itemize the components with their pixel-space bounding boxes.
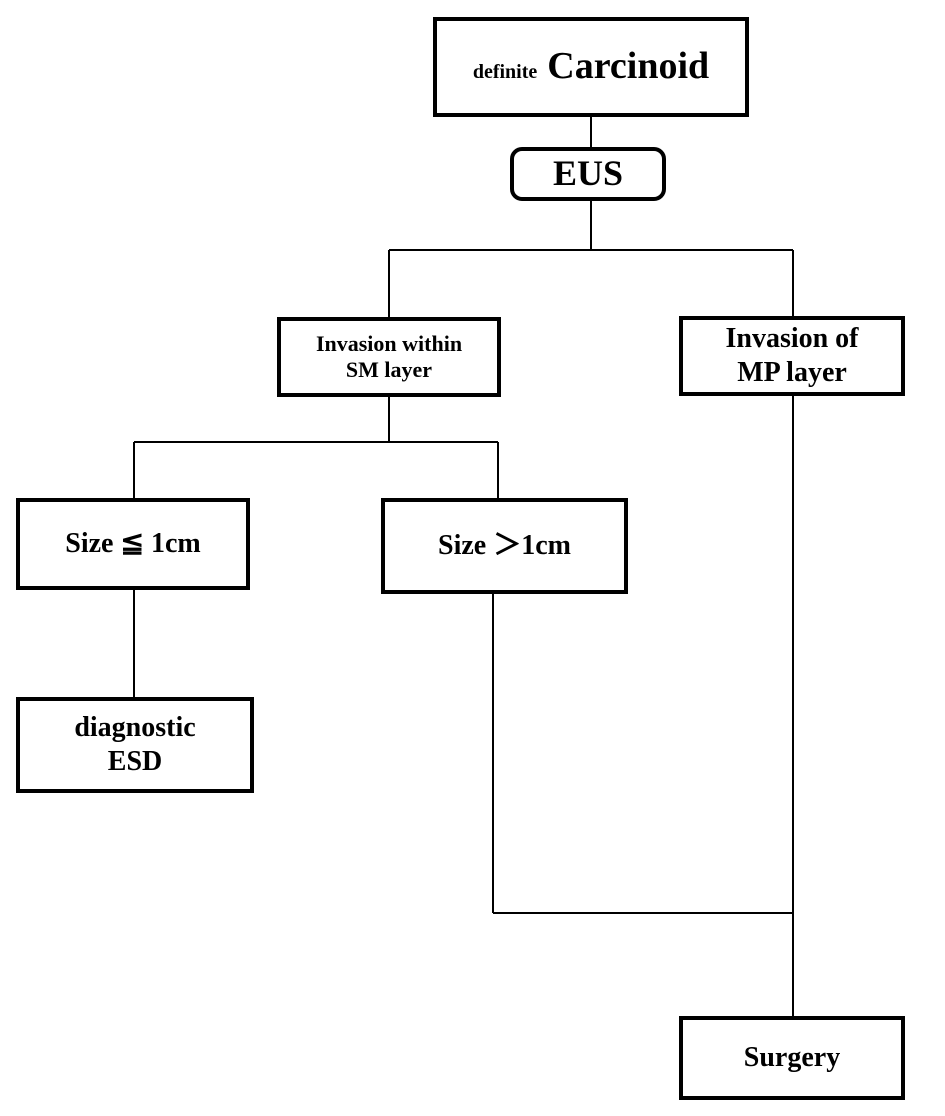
node-invasion-mp-layer: Invasion of MP layer bbox=[679, 316, 905, 396]
node-invasion-sm-layer: Invasion within SM layer bbox=[277, 317, 501, 397]
carcinoid-label-row: definite Carcinoid bbox=[473, 44, 709, 90]
node-size-le-1cm: Size ≦ 1cm bbox=[16, 498, 250, 590]
node-esd-line-2: ESD bbox=[107, 746, 163, 777]
node-carcinoid-line-1: definite bbox=[472, 61, 538, 84]
node-mp-line-1: Invasion of bbox=[725, 323, 859, 355]
node-eus: EUS bbox=[510, 147, 666, 201]
node-surgery-label: Surgery bbox=[743, 1042, 841, 1074]
node-carcinoid-line-2: Carcinoid bbox=[547, 45, 710, 88]
node-sm-line-1: Invasion within bbox=[315, 330, 463, 356]
node-esd-line-1: diagnostic bbox=[74, 712, 196, 744]
node-mp-line-2: MP layer bbox=[737, 357, 847, 388]
node-size-small-label: Size ≦ 1cm bbox=[65, 528, 201, 560]
node-size-gt-1cm: Size ＞1cm bbox=[381, 498, 628, 594]
node-surgery: Surgery bbox=[679, 1016, 905, 1100]
node-diagnostic-esd: diagnostic ESD bbox=[16, 697, 254, 793]
node-eus-label: EUS bbox=[552, 153, 624, 194]
node-definite-carcinoid: definite Carcinoid bbox=[433, 17, 749, 117]
node-sm-line-2: SM layer bbox=[345, 357, 433, 382]
node-size-large-label: Size ＞1cm bbox=[438, 530, 571, 562]
